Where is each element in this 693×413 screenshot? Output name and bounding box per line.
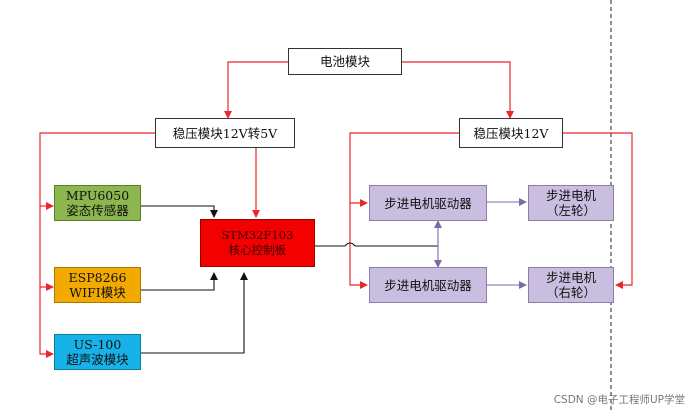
stepper-motor-left: 步进电机 （左轮） [528,185,614,221]
stepper-driver-top: 步进电机驱动器 [369,185,487,221]
stepper-motor-left-label: 步进电机 [545,188,596,203]
battery-module: 电池模块 [288,48,402,75]
regulator-12v-module: 稳压模块12V [459,118,563,148]
power-lines [39,61,633,358]
us100-desc: 超声波模块 [66,352,129,367]
signal-lines [141,205,438,354]
esp8266-label: ESP8266 [68,270,127,285]
battery-module-label: 电池模块 [319,54,370,69]
stepper-motor-right: 步进电机 （右轮） [528,267,614,303]
regulator-5v-module: 稳压模块12V转5V [155,118,295,148]
stepper-motor-left-desc: （左轮） [545,203,596,218]
stepper-driver-top-label: 步进电机驱动器 [384,195,472,211]
esp8266-desc: WIFI模块 [69,285,126,300]
stepper-motor-right-desc: （右轮） [545,285,596,300]
stepper-driver-bottom-label: 步进电机驱动器 [384,277,472,293]
stepper-motor-right-label: 步进电机 [545,270,596,285]
driver-arrows [434,198,527,289]
mpu6050-desc: 姿态传感器 [66,203,129,218]
stm32-core-board: STM32F103 核心控制板 [200,219,315,267]
stm32-desc: 核心控制板 [228,243,287,257]
us100-ultrasonic-block: US-100 超声波模块 [54,334,141,370]
esp8266-wifi-block: ESP8266 WIFI模块 [54,267,141,303]
regulator-12v-label: 稳压模块12V [473,125,549,141]
watermark: CSDN @电子工程师UP学堂 [553,394,685,406]
mpu6050-sensor-block: MPU6050 姿态传感器 [54,185,141,221]
stepper-driver-bottom: 步进电机驱动器 [369,267,487,303]
stm32-label: STM32F103 [221,228,294,242]
regulator-5v-label: 稳压模块12V转5V [172,125,278,141]
us100-label: US-100 [73,337,122,352]
mpu6050-label: MPU6050 [65,188,130,203]
